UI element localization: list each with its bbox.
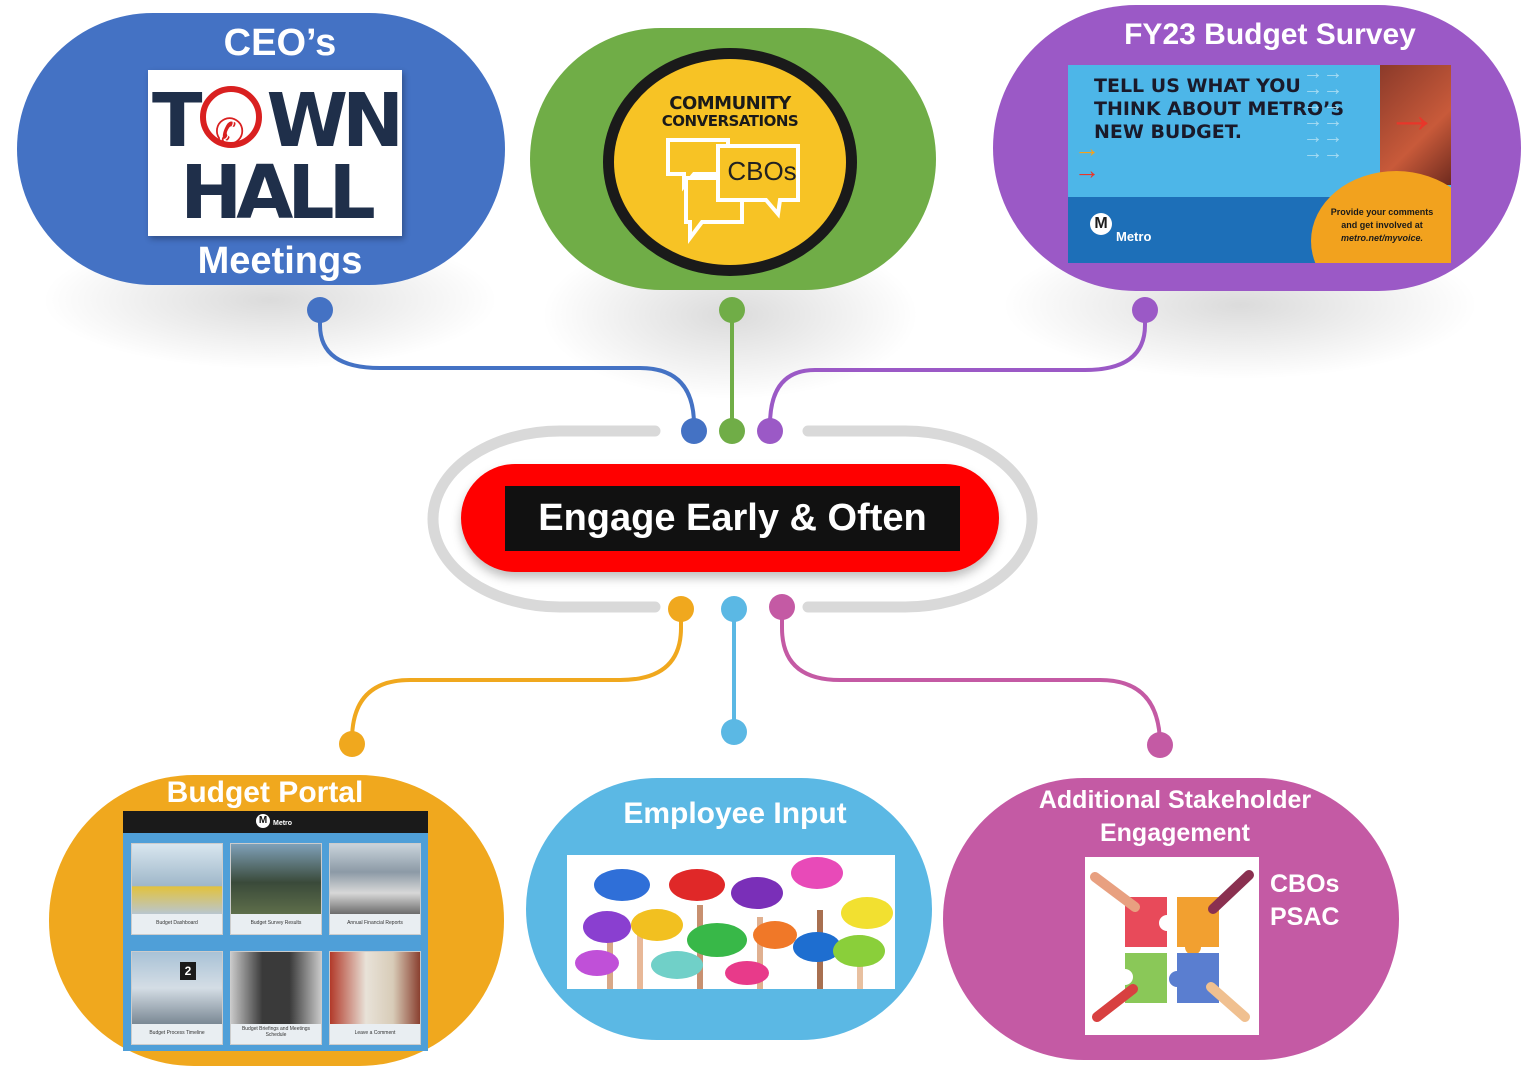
survey-ad-photo xyxy=(1380,65,1451,185)
speech-bubbles-crowd-icon xyxy=(575,857,893,989)
platform-number: 2 xyxy=(180,962,196,980)
dot-stakeholder-center xyxy=(769,594,795,620)
portal-tile[interactable]: Budget Dashboard xyxy=(131,843,223,935)
kiosk-image xyxy=(231,952,321,1024)
portal-metro-icon: M xyxy=(256,814,270,828)
dot-community-center xyxy=(719,418,745,444)
survey-cta-line3: metro.net/myvoice. xyxy=(1340,233,1424,243)
employee-image xyxy=(567,855,895,989)
townhall-logo-line2: HALL xyxy=(180,150,376,236)
survey-cta-bubble xyxy=(1311,171,1451,263)
survey-cta-line2: and get involved at xyxy=(1341,220,1423,230)
center-title-box: Engage Early & Often xyxy=(505,486,960,551)
portal-tile-label: Budget Dashboard xyxy=(156,920,198,926)
dot-survey-center xyxy=(757,418,783,444)
connector-portal xyxy=(350,610,683,741)
dot-employee-bottom xyxy=(721,719,747,745)
metro-logo-icon: M xyxy=(1090,213,1112,235)
meeting-image xyxy=(330,952,420,1024)
dot-portal-bottom xyxy=(339,731,365,757)
portal-tile[interactable]: Annual Financial Reports xyxy=(329,843,421,935)
portal-tile-label: Budget Briefings and Meetings Schedule xyxy=(241,1026,311,1038)
bike-image xyxy=(231,844,321,914)
portal-tile-label: Leave a Comment xyxy=(354,1030,396,1036)
speech-bubbles-icon xyxy=(666,138,800,244)
survey-heading: FY23 Budget Survey xyxy=(1124,18,1416,51)
stakeholder-image xyxy=(1085,857,1259,1035)
stakeholder-heading-line1: Additional Stakeholder xyxy=(1038,786,1312,814)
portal-tile-label: Annual Financial Reports xyxy=(347,920,403,926)
center-track-left xyxy=(427,425,661,613)
dot-employee-center xyxy=(721,596,747,622)
portal-tile-label: Budget Process Timeline xyxy=(149,1030,205,1036)
community-bubble-label: CBOs xyxy=(727,156,797,186)
connector-townhall xyxy=(318,310,696,426)
dot-townhall-center xyxy=(681,418,707,444)
community-line1: COMMUNITY xyxy=(669,93,791,114)
dot-community-top xyxy=(719,297,745,323)
arrow-icons: →→→→→→→→→→→→ xyxy=(1303,65,1343,164)
stakeholder-item-psac: PSAC xyxy=(1270,903,1340,931)
dot-survey-top xyxy=(1132,297,1158,323)
survey-cta-line1: Provide your comments xyxy=(1330,207,1434,217)
portal-tile[interactable]: Leave a Comment xyxy=(329,951,421,1045)
survey-ad-card: TELL US WHAT YOU THINK ABOUT METRO’S NEW… xyxy=(1068,65,1451,263)
red-arrow-icon: → xyxy=(1386,86,1438,144)
community-line2: CONVERSATIONS xyxy=(661,112,799,130)
dot-townhall-top xyxy=(307,297,333,323)
train-image xyxy=(132,844,222,914)
center-title: Engage Early & Often xyxy=(538,497,927,539)
townhall-footer: Meetings xyxy=(197,240,363,282)
portal-tile[interactable]: Budget Briefings and Meetings Schedule xyxy=(230,951,322,1045)
portal-tile[interactable]: Budget Survey Results xyxy=(230,843,322,935)
portal-topbar: M Metro xyxy=(123,811,428,833)
connector-survey xyxy=(768,310,1147,426)
portal-screen: M Metro Budget Dashboard Budget Survey R… xyxy=(123,811,428,1051)
portal-tile-label: Budget Survey Results xyxy=(250,920,302,926)
stakeholder-item-cbos: CBOs xyxy=(1270,870,1340,898)
bus-image xyxy=(330,844,420,914)
orange-arrow-icon: →→ xyxy=(1074,133,1100,185)
portal-brand: Metro xyxy=(273,820,293,827)
portal-tile[interactable]: 2 Budget Process Timeline xyxy=(131,951,223,1045)
puzzle-hands-icon xyxy=(1090,870,1254,1022)
dot-stakeholder-bottom xyxy=(1147,732,1173,758)
dot-portal-center xyxy=(668,596,694,622)
survey-brand: Metro xyxy=(1116,229,1152,244)
center-track-right xyxy=(802,425,1038,613)
stakeholder-heading-line2: Engagement xyxy=(1099,819,1251,847)
townhall-logo-card: T✆WN HALL xyxy=(148,70,404,236)
townhall-logo-line1: T✆WN xyxy=(151,78,404,164)
townhall-heading: CEO’s xyxy=(223,22,337,64)
phone-icon: ✆ xyxy=(200,86,263,153)
portal-heading: Budget Portal xyxy=(166,776,364,809)
platform-image: 2 xyxy=(132,952,222,1024)
survey-ad-text: TELL US WHAT YOU THINK ABOUT METRO’S NEW… xyxy=(1094,75,1345,143)
employee-heading: Employee Input xyxy=(623,797,847,830)
connector-stakeholder xyxy=(780,608,1162,746)
